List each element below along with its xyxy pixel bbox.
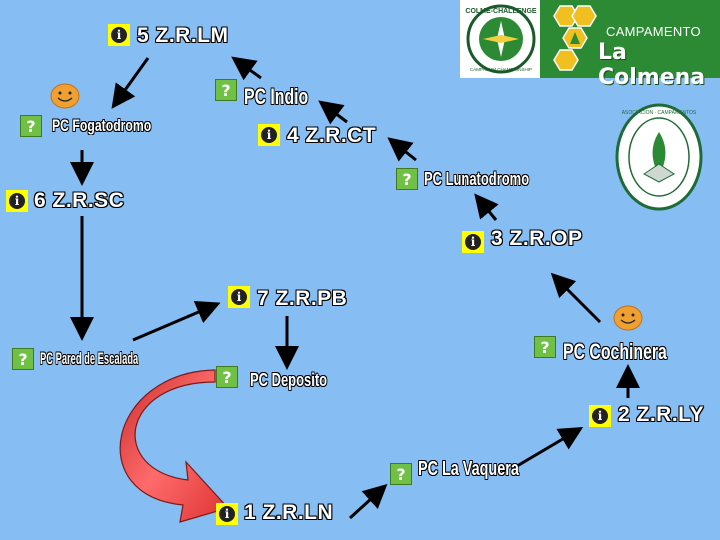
colme-subtitle-text: CAMPACUM CHAMPIONSHIP — [470, 67, 532, 72]
help-icon[interactable]: ? — [12, 348, 34, 370]
info-icon[interactable]: i — [258, 124, 280, 146]
info-icon[interactable]: i — [589, 405, 611, 427]
node-pc-deposito: PC Deposito — [250, 370, 328, 390]
help-icon[interactable]: ? — [396, 168, 418, 190]
colme-challenge-logo: COLME-CHALLENGE CAMPACUM CHAMPIONSHIP — [463, 2, 539, 76]
node-zr3: 3 Z.R.OP — [491, 227, 583, 250]
node-zr1: 1 Z.R.LN — [244, 501, 334, 524]
node-zr2: 2 Z.R.LY — [618, 403, 705, 426]
node-pc-lunatodromo: PC Lunatodromo — [424, 169, 530, 189]
node-pc-indio: PC Indio — [244, 84, 309, 109]
curved-red-arrow — [119, 369, 230, 523]
info-icon[interactable]: i — [6, 190, 28, 212]
arrow-5-to-fogatodromo — [111, 57, 150, 109]
la-colmena-logo — [540, 0, 720, 78]
node-pc-pared-escalada: PC Pared de Escalada — [40, 349, 139, 368]
help-icon[interactable]: ? — [534, 336, 556, 358]
arrow-indio-to-5 — [231, 56, 262, 81]
arrow-1-to-vaquera — [348, 483, 388, 520]
association-seal: ASOCIACION · CAMPAMENTOS — [615, 103, 703, 211]
node-pc-la-vaquera: PC La Vaquera — [418, 458, 519, 480]
help-icon[interactable]: ? — [216, 366, 238, 388]
campamento-text: CAMPAMENTO — [606, 24, 701, 39]
arrow-pared-to-7 — [132, 301, 221, 342]
info-icon[interactable]: i — [216, 503, 238, 525]
node-pc-cochinera: PC Cochinera — [563, 339, 667, 364]
node-pc-fogatodromo: PC Fogatodromo — [52, 116, 152, 135]
arrow-3-to-lunatodromo — [474, 193, 499, 221]
smiley-icon — [50, 83, 80, 109]
node-zr7: 7 Z.R.PB — [257, 287, 348, 310]
node-zr6: 6 Z.R.SC — [34, 189, 125, 212]
help-icon[interactable]: ? — [215, 79, 237, 101]
arrow-4-to-indio — [318, 100, 348, 125]
info-icon[interactable]: i — [462, 231, 484, 253]
node-zr4: 4 Z.R.CT — [287, 124, 377, 147]
help-icon[interactable]: ? — [390, 463, 412, 485]
colme-challenge-text: COLME-CHALLENGE — [465, 8, 536, 15]
seal-text: ASOCIACION · CAMPAMENTOS — [622, 110, 697, 116]
node-zr5: 5 Z.R.LM — [137, 24, 229, 47]
honeycomb-icon — [553, 5, 597, 71]
arrow-lunatodromo-to-4 — [387, 137, 417, 162]
smiley-icon — [613, 305, 643, 331]
la-colmena-text: La Colmena — [598, 40, 706, 90]
help-icon[interactable]: ? — [20, 115, 42, 137]
info-icon[interactable]: i — [228, 286, 250, 308]
info-icon[interactable]: i — [108, 24, 130, 46]
arrow-vaquera-to-2 — [511, 426, 584, 471]
arrow-cochinera-to-3 — [550, 272, 602, 324]
